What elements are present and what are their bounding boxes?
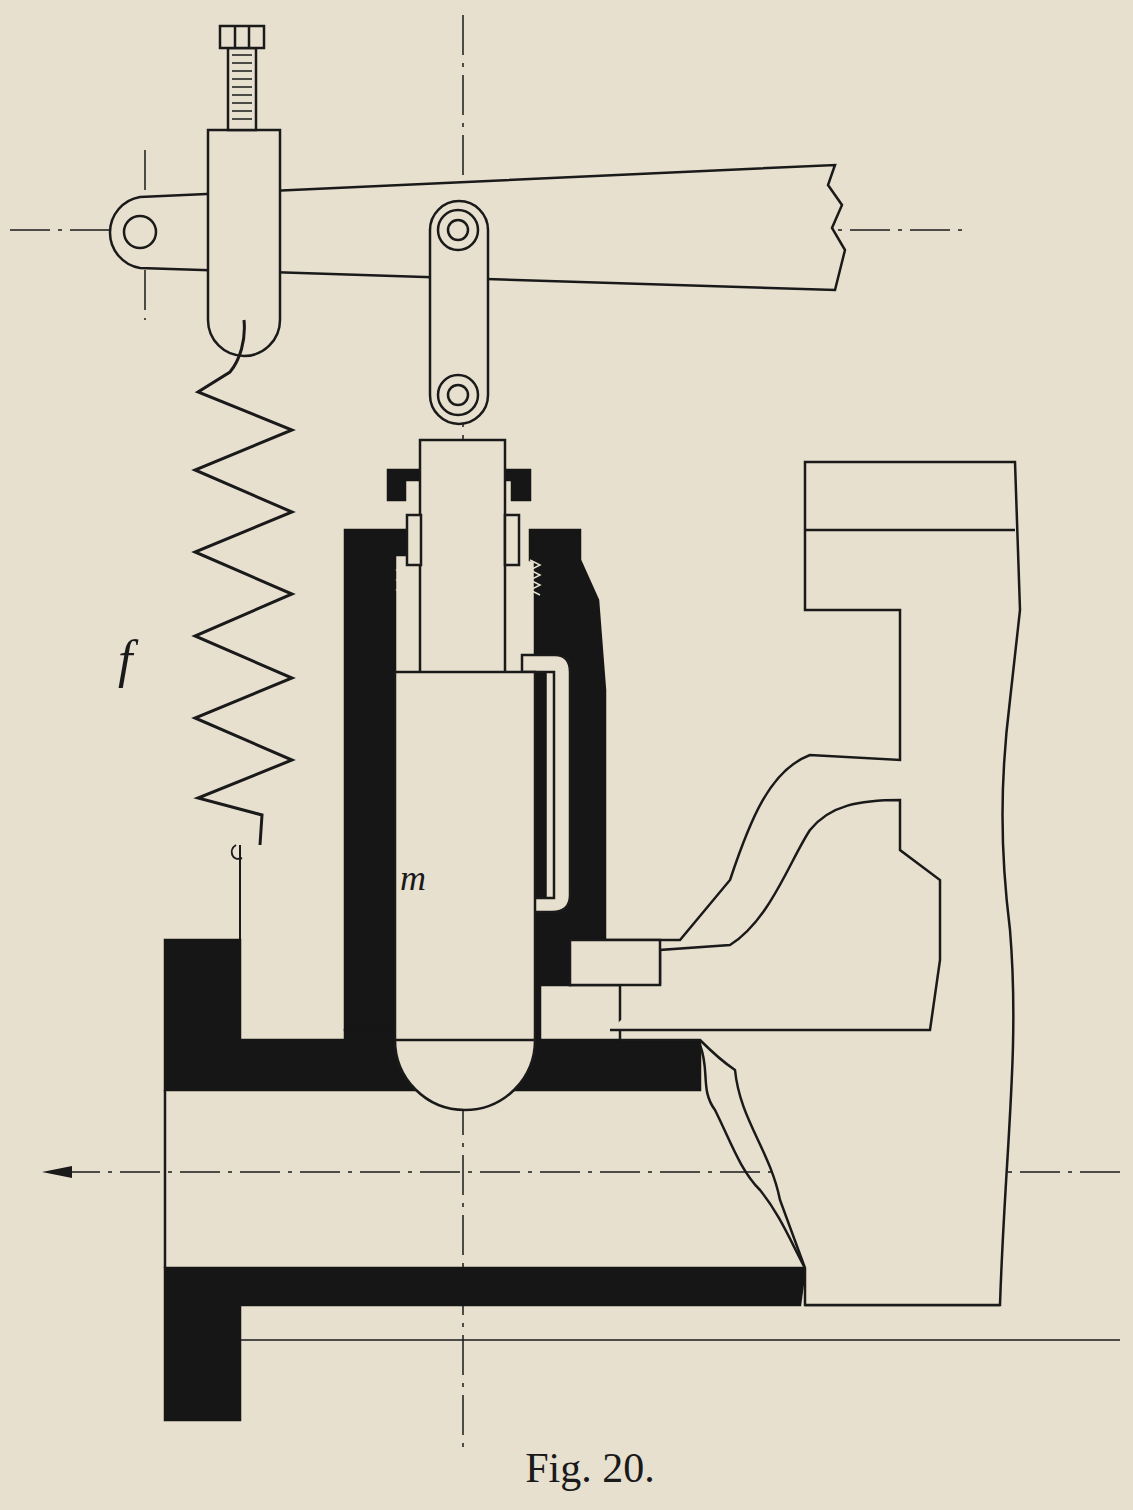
- pipe-body-part: [240, 1339, 1120, 1341]
- link-part: [448, 385, 468, 405]
- plunger-part: [420, 440, 505, 675]
- plunger-part: [407, 515, 421, 565]
- frame: [570, 462, 1020, 1305]
- spring-clamp-part: [220, 26, 264, 48]
- plunger-part: [505, 515, 519, 565]
- frame-part: [805, 529, 1015, 532]
- spring: [195, 320, 292, 1030]
- spring-clamp-part: [234, 26, 237, 48]
- spring-clamp: [208, 26, 280, 356]
- thread-part: [530, 560, 540, 595]
- frame-part: [570, 940, 660, 985]
- link-part: [448, 220, 468, 240]
- plunger: [395, 440, 535, 1110]
- frame-part: [570, 462, 1020, 1305]
- plunger-part: [395, 1039, 535, 1042]
- part-label: m: [400, 860, 426, 896]
- figure-caption: Fig. 20.: [525, 1447, 655, 1489]
- centre-line: [10, 15, 1125, 1455]
- spring-clamp-part: [232, 55, 252, 119]
- housing-section-part: [165, 1268, 805, 1420]
- lever-part: [124, 216, 156, 248]
- link-part: [438, 375, 478, 415]
- link-part: [438, 210, 478, 250]
- frame-part: [610, 800, 940, 1030]
- pipe-body-part: [164, 1090, 167, 1268]
- spring-clamp-part: [248, 26, 251, 48]
- spring-part: [195, 320, 292, 845]
- spring-clamp-part: [228, 48, 256, 130]
- thread-part: [397, 560, 407, 595]
- link: [430, 201, 488, 424]
- plunger-part: [395, 672, 535, 1110]
- part-label: f: [118, 634, 132, 686]
- flow-arrow: [42, 1166, 72, 1178]
- spring-part: [232, 845, 242, 859]
- link-part: [430, 201, 488, 424]
- flow-arrow-part: [42, 1166, 72, 1178]
